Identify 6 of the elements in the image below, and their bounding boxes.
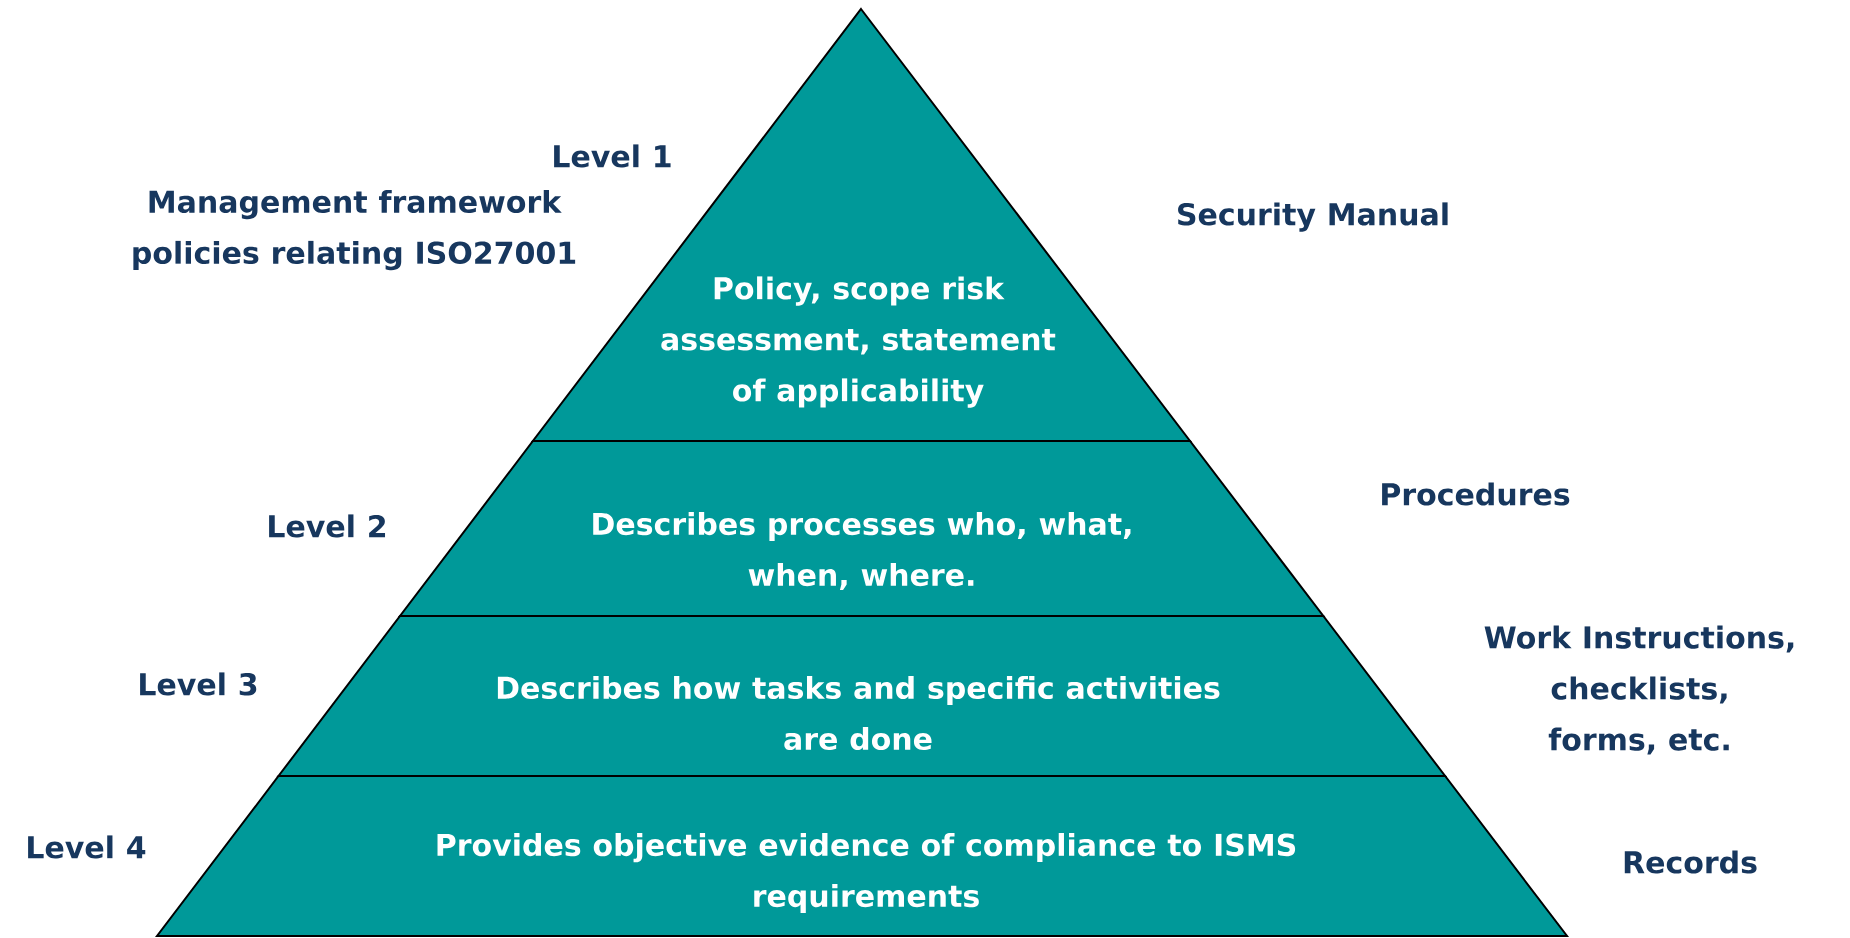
level-label: Level 2 (269, 514, 386, 538)
side-label: Records (1624, 850, 1757, 874)
side-label: Work Instructions, checklists, forms, etc. (1484, 625, 1794, 755)
level-label: Level 3 (140, 672, 257, 696)
side-label: Procedures (1382, 482, 1570, 506)
level-label: Level 1 (554, 144, 671, 168)
